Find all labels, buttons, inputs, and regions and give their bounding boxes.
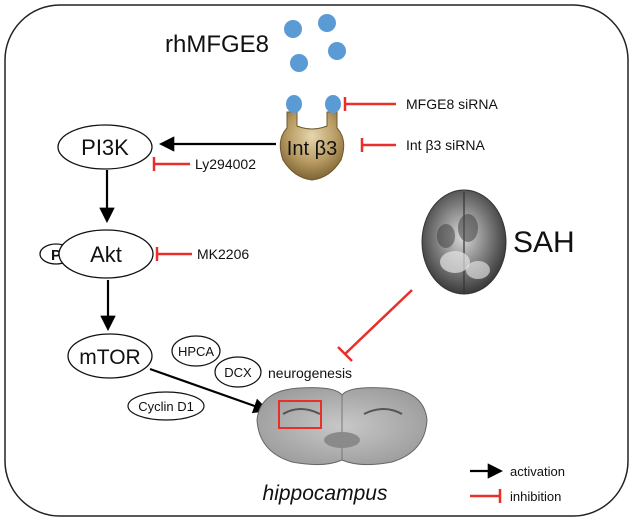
frame	[4, 4, 629, 517]
akt-label: Akt	[90, 242, 122, 267]
int-sirna-inhibitor	[360, 138, 396, 152]
ligand-dot	[328, 42, 346, 60]
receptor-label: Int β3	[287, 138, 337, 160]
mtor-node	[67, 333, 153, 379]
ligand-dot	[290, 54, 308, 72]
legend-activation-label: activation	[510, 464, 565, 479]
mfge8-sirna-label: MFGE8 siRNA	[406, 96, 498, 112]
dcx-label: DCX	[224, 365, 252, 380]
legend-inhibition-symbol	[470, 489, 502, 503]
legend: activation inhibition	[470, 463, 565, 504]
sah-brain-image	[421, 189, 507, 295]
pi3k-node	[57, 124, 153, 170]
phospho-label: P	[51, 247, 61, 264]
mk2206-inhibitor	[155, 247, 192, 261]
hippocampus-highlight-box	[278, 400, 322, 429]
hippocampus-label: hippocampus	[263, 482, 388, 505]
ly294002-inhibitor	[152, 157, 190, 171]
mk2206-label: MK2206	[197, 246, 249, 262]
bound-ligand-dot	[325, 95, 341, 113]
cyclin-d1-node	[127, 391, 205, 421]
ly294002-label: Ly294002	[195, 156, 256, 172]
mfge8-sirna-inhibitor	[343, 97, 396, 111]
sah-inhibition	[337, 289, 413, 362]
ligand-label: rhMFGE8	[165, 31, 269, 58]
ligand-dot	[284, 20, 302, 38]
hpca-label: HPCA	[178, 344, 214, 359]
activation-arrow	[149, 367, 269, 414]
hippocampus-slice-image	[256, 387, 428, 466]
akt-node	[58, 229, 154, 279]
hpca-node	[171, 335, 221, 367]
bound-ligand-dot	[286, 95, 302, 113]
legend-inhibition-label: inhibition	[510, 489, 561, 504]
sah-label: SAH	[513, 226, 575, 259]
integrin-receptor: Int β3	[279, 95, 345, 181]
ligand-dots	[284, 14, 346, 72]
mtor-label: mTOR	[79, 346, 140, 369]
dcx-node	[214, 356, 262, 388]
int-sirna-label: Int β3 siRNA	[406, 137, 486, 153]
ligand-dot	[318, 14, 336, 32]
neurogenesis-label: neurogenesis	[268, 365, 352, 381]
pi3k-label: PI3K	[81, 135, 129, 160]
cyclin-d1-label: Cyclin D1	[138, 399, 194, 414]
